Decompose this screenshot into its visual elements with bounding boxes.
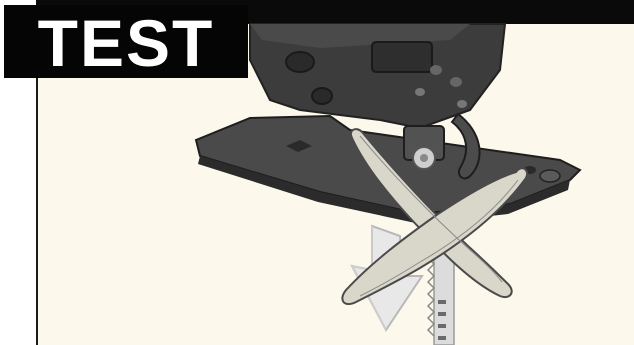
test-badge: TEST [4, 5, 248, 78]
jigsaw-body [250, 24, 505, 128]
test-badge-label: TEST [38, 10, 215, 76]
